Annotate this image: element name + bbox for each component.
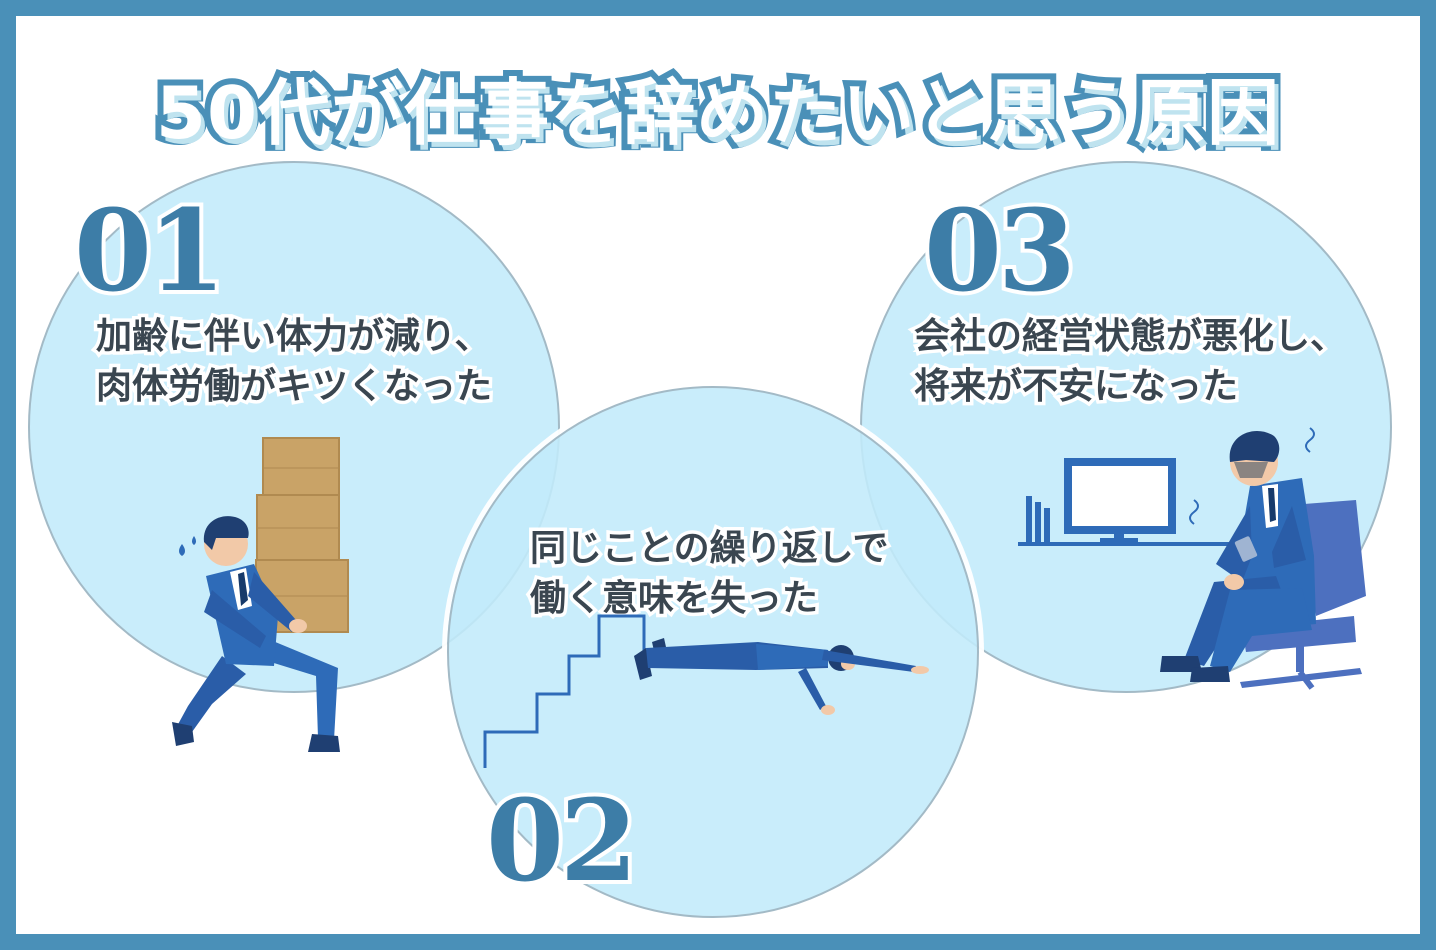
reason-1-text-line-1: 加齢に伴い体力が減り、: [93, 313, 495, 361]
reason-1-number: 01: [70, 186, 230, 317]
man-carrying-boxes-illustration: [172, 437, 349, 752]
reason-2-number: 02: [482, 776, 642, 907]
reason-3-text-line-2: 将来が不安になった: [910, 363, 1241, 411]
man-collapsed-after-stairs-illustration: [483, 614, 929, 768]
illustrations: [172, 427, 1366, 768]
reason-1-text-line-2: 肉体労働がキツくなった: [92, 363, 495, 411]
reason-2-text-line-2: 働く意味を失った: [526, 575, 821, 623]
reason-2-text-line-1: 同じことの繰り返しで: [527, 525, 893, 573]
reason-3-number: 03: [920, 186, 1080, 317]
page-title: 50代が仕事を辞めたいと思う原因: [150, 65, 1285, 161]
reason-3-text-line-1: 会社の経営状態が悪化し、: [910, 313, 1349, 361]
worried-man-in-chair-illustration: [1018, 427, 1366, 690]
